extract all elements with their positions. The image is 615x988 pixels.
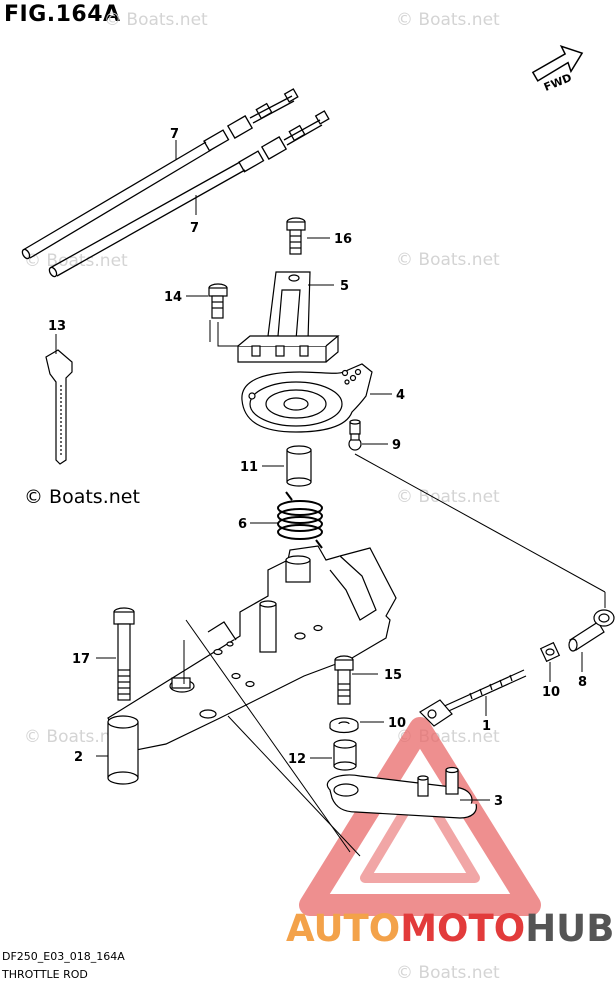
- fwd-arrow-icon: FWD: [531, 44, 584, 94]
- callout-labels: 7 7 16 5 14 13 4 9 11 6 17 15 1 10 10 8 …: [48, 127, 587, 809]
- pin-9: [348, 419, 362, 451]
- reference-lines: [183, 320, 606, 857]
- watermark: © Boats.net: [396, 10, 500, 30]
- figure-code: DF250_E03_018_164A: [2, 950, 125, 963]
- watermark: © Boats.net: [24, 251, 128, 271]
- figure-name: THROTTLE ROD: [2, 968, 88, 981]
- collar-12: [286, 445, 312, 487]
- watermark: © Boats.net: [104, 10, 208, 30]
- logo-text-hub: HUB: [525, 907, 614, 950]
- callout-leaders: [55, 140, 583, 801]
- callout-4: 4: [396, 388, 405, 403]
- callout-8: 8: [578, 675, 587, 690]
- watermark: © Boats.net: [396, 487, 500, 507]
- spring-6: [277, 491, 323, 549]
- callout-18: 17: [72, 652, 90, 667]
- logo-text-auto: AUTO: [286, 907, 400, 950]
- spring-housing: [241, 363, 373, 433]
- callout-5: 5: [340, 279, 349, 294]
- callout-7: 7: [170, 127, 179, 142]
- callout-2: 2: [74, 750, 83, 765]
- throttle-cable-upper: [21, 88, 299, 260]
- callout-1: 1: [482, 719, 491, 734]
- logo-text-moto: MOTO: [400, 907, 525, 950]
- throttle-rod: [419, 669, 527, 727]
- callout-14: 13: [48, 319, 66, 334]
- nut-10: [539, 641, 561, 663]
- throttle-cable-lower: [48, 110, 330, 278]
- rod-end-8: [568, 609, 615, 652]
- bolt-16: [334, 655, 354, 705]
- bolt-15: [208, 283, 228, 319]
- cable-bracket: [237, 271, 340, 363]
- bolt-18: [113, 607, 135, 701]
- collar-13: [333, 739, 357, 771]
- throttle-lever-plate: [107, 545, 397, 753]
- watermark: © Boats.net: [24, 727, 128, 747]
- collar-2: [107, 715, 139, 785]
- washer-11: [329, 717, 359, 734]
- callout-11: 10: [388, 716, 406, 731]
- callout-16: 15: [384, 668, 402, 683]
- callout-15: 14: [164, 290, 182, 305]
- callout-17: 16: [334, 232, 352, 247]
- callout-3: 3: [494, 794, 503, 809]
- svg-text:AUTOMOTOHUB: AUTOMOTOHUB: [286, 907, 614, 950]
- callout-9: 9: [392, 438, 401, 453]
- copyright-text: © Boats.net: [24, 486, 140, 508]
- automotohub-logo: AUTOMOTOHUB: [286, 717, 614, 950]
- callout-10: 10: [542, 685, 560, 700]
- cable-tie: [45, 349, 73, 465]
- watermark: © Boats.net: [396, 963, 500, 983]
- bolt-17: [286, 217, 306, 255]
- figure-title: FIG.164A: [4, 2, 121, 27]
- callout-12: 11: [240, 460, 258, 475]
- callout-7: 7: [190, 221, 199, 236]
- link-lever: [326, 766, 477, 819]
- callout-6: 6: [238, 517, 247, 532]
- watermark: © Boats.net: [396, 250, 500, 270]
- callout-13: 12: [288, 752, 306, 767]
